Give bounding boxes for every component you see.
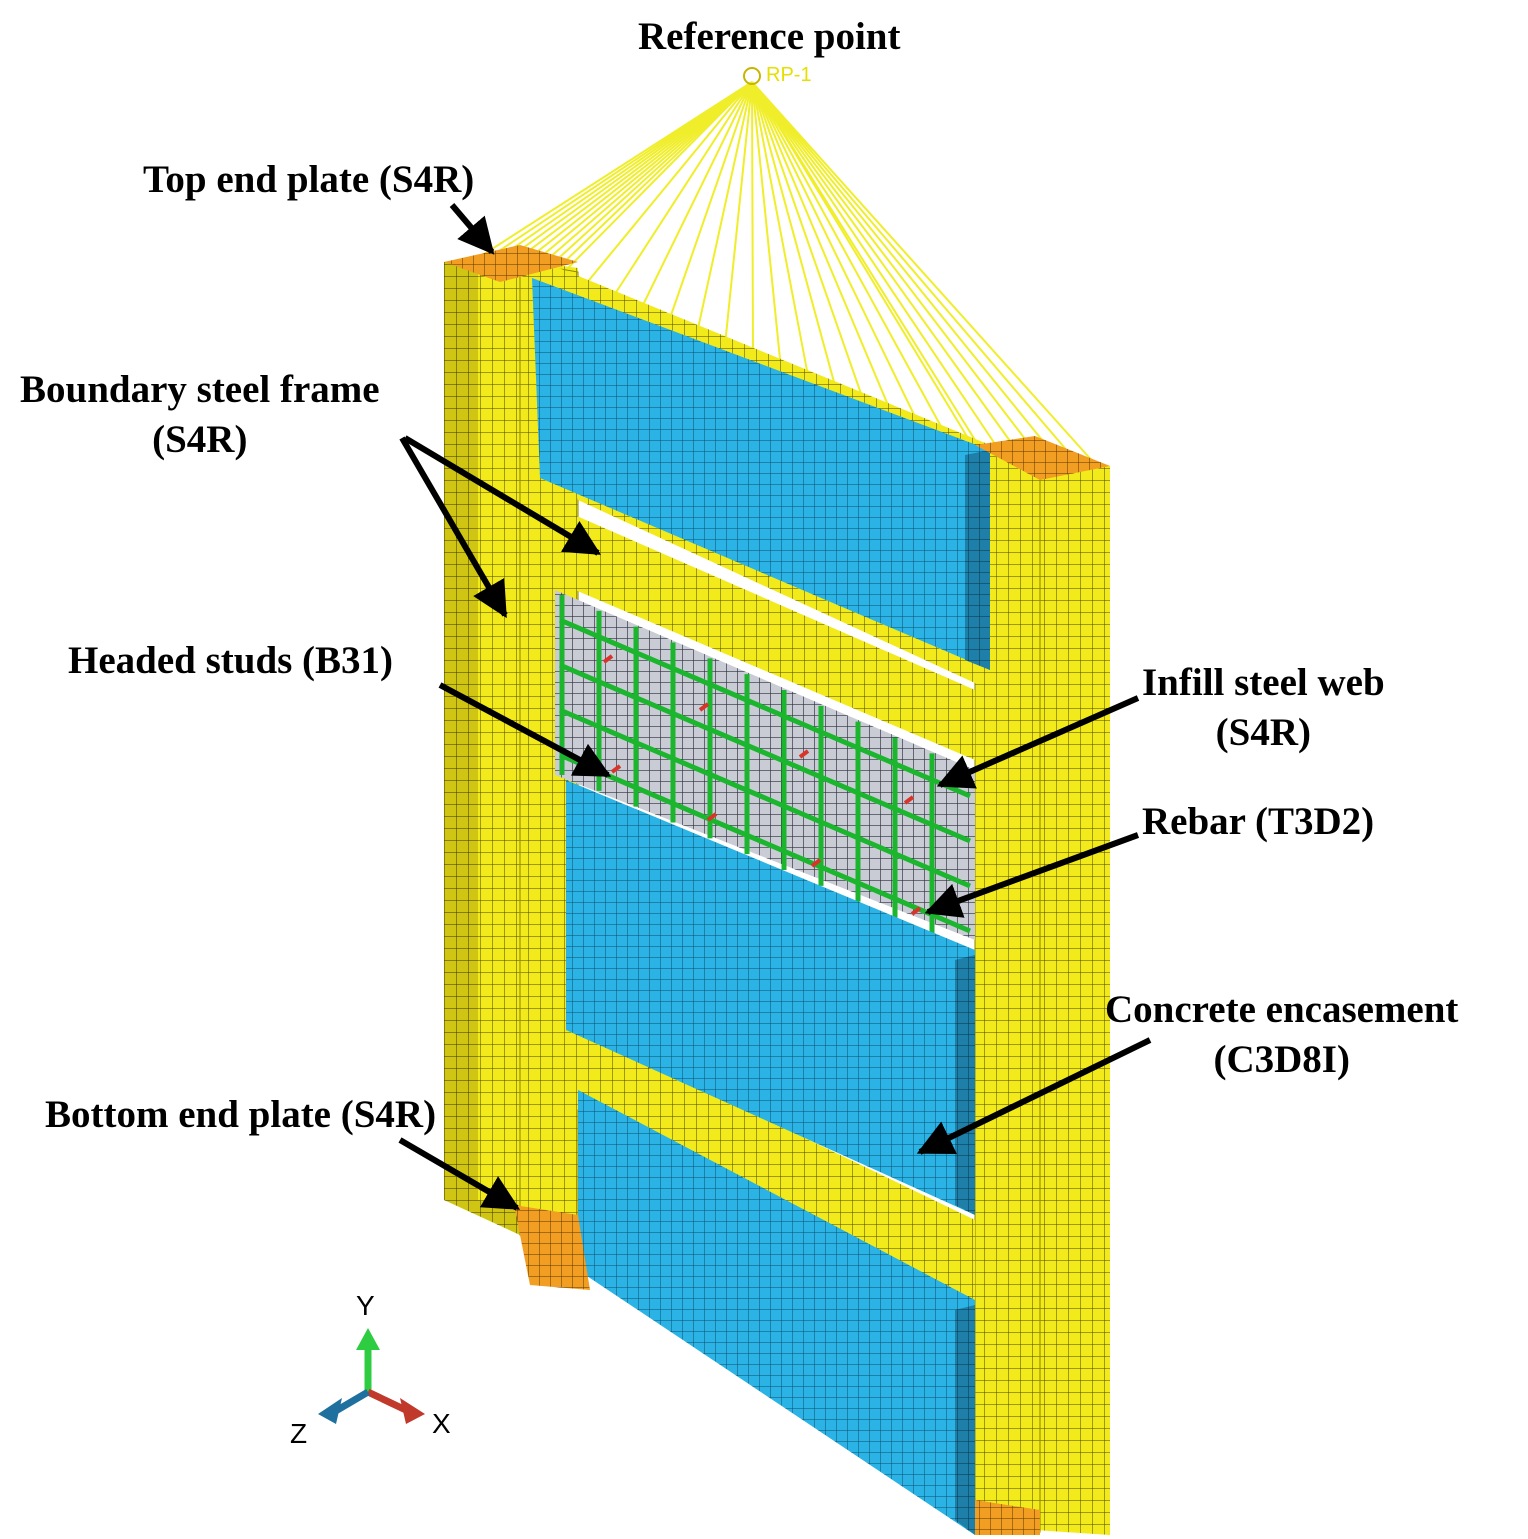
lower-beam bbox=[560, 1020, 975, 1320]
coupling-line bbox=[612, 81, 753, 298]
coupling-line bbox=[751, 81, 782, 370]
axis-label-z: Z bbox=[290, 1418, 308, 1449]
label-top-end-plate: Top end plate (S4R) bbox=[143, 158, 475, 201]
axis-label-y: Y bbox=[356, 1290, 375, 1321]
coupling-line bbox=[751, 81, 950, 442]
bottom-end-plate-right bbox=[975, 1500, 1040, 1535]
bottom-concrete-side bbox=[955, 1305, 975, 1535]
rebar-horizontal bbox=[559, 617, 971, 799]
coupling-line bbox=[751, 81, 976, 441]
headed-stud bbox=[698, 702, 710, 712]
rebar-horizontal bbox=[559, 662, 971, 844]
z-axis-arrow bbox=[332, 1388, 370, 1416]
coupling-line bbox=[522, 81, 753, 264]
coupling-line bbox=[668, 81, 753, 322]
coupling-line bbox=[640, 81, 753, 310]
label-boundary-frame: Boundary steel frame (S4R) bbox=[20, 365, 380, 465]
arrow-concrete bbox=[916, 1037, 1152, 1155]
coupling-line bbox=[751, 81, 754, 358]
arrow-infill-web bbox=[936, 695, 1140, 789]
arrow-boundary-frame-2 bbox=[403, 435, 602, 556]
headed-stud bbox=[706, 812, 718, 822]
arrow-top-end-plate bbox=[449, 203, 495, 255]
headed-stud bbox=[903, 795, 915, 805]
arrow-headed-studs bbox=[438, 682, 612, 778]
infill-steel-web bbox=[555, 590, 975, 940]
coupling-constraint-lines bbox=[477, 81, 1096, 465]
arrow-boundary-frame-1 bbox=[399, 436, 508, 619]
coupling-line bbox=[531, 81, 753, 265]
coupling-line bbox=[696, 81, 753, 334]
coupling-line bbox=[751, 81, 866, 406]
top-concrete-block bbox=[532, 278, 990, 670]
arrow-rebar bbox=[924, 832, 1140, 918]
coupling-line bbox=[751, 81, 810, 382]
coupling-line bbox=[549, 81, 753, 267]
middle-concrete-block bbox=[566, 780, 975, 1215]
label-rebar: Rebar (T3D2) bbox=[1142, 800, 1375, 843]
headed-stud bbox=[798, 749, 810, 759]
coupling-line bbox=[751, 81, 1036, 453]
label-concrete-line2: (C3D8I) bbox=[1213, 1038, 1350, 1081]
coupling-line bbox=[724, 81, 753, 346]
rebar-horizontal bbox=[559, 707, 971, 889]
label-reference-point: Reference point bbox=[638, 15, 901, 58]
label-headed-studs: Headed studs (B31) bbox=[68, 639, 394, 682]
reference-point-marker bbox=[743, 67, 761, 85]
coupling-line bbox=[540, 81, 753, 266]
label-rp-1: RP-1 bbox=[766, 64, 812, 86]
label-concrete: Concrete encasement (C3D8I) bbox=[1105, 985, 1458, 1085]
rebar-horizontal bbox=[559, 752, 971, 934]
middle-concrete-side bbox=[955, 955, 975, 1215]
axis-triad bbox=[318, 1328, 425, 1424]
x-axis-head bbox=[400, 1398, 425, 1424]
coupling-line bbox=[751, 81, 1096, 465]
headed-stud bbox=[610, 764, 622, 774]
label-infill-web-line2: (S4R) bbox=[1215, 711, 1311, 754]
top-end-plate-left bbox=[444, 245, 578, 282]
label-infill-web: Infill steel web (S4R) bbox=[1142, 658, 1385, 758]
coupling-line bbox=[751, 81, 922, 430]
coupling-line bbox=[495, 81, 753, 261]
bottom-concrete-block bbox=[578, 1090, 975, 1535]
axis-label-x: X bbox=[432, 1408, 451, 1439]
coupling-line bbox=[751, 81, 1076, 461]
label-concrete-line1: Concrete encasement bbox=[1105, 988, 1459, 1031]
coupling-line bbox=[584, 81, 753, 286]
coupling-line bbox=[751, 81, 838, 394]
headed-studs bbox=[602, 654, 922, 916]
top-concrete-side bbox=[965, 450, 990, 670]
y-axis-head bbox=[356, 1328, 380, 1350]
coupling-line bbox=[504, 81, 753, 262]
label-boundary-frame-line1: Boundary steel frame bbox=[20, 368, 380, 411]
coupling-line bbox=[751, 81, 996, 445]
headed-stud bbox=[810, 858, 822, 868]
right-column-side bbox=[1035, 438, 1110, 1535]
label-boundary-frame-line2: (S4R) bbox=[152, 418, 248, 461]
headed-stud bbox=[910, 906, 922, 916]
coupling-line bbox=[751, 81, 894, 418]
coupling-line bbox=[751, 81, 1056, 457]
arrow-bottom-end-plate bbox=[398, 1137, 521, 1211]
coupling-line bbox=[513, 81, 753, 263]
mid-beam bbox=[540, 500, 975, 760]
headed-stud bbox=[602, 654, 614, 664]
rebar-grid bbox=[559, 594, 971, 934]
label-bottom-end-plate: Bottom end plate (S4R) bbox=[45, 1093, 437, 1136]
label-infill-web-line1: Infill steel web bbox=[1142, 661, 1385, 704]
coupling-line bbox=[567, 81, 753, 269]
coupling-line bbox=[751, 81, 1016, 449]
top-end-plate-right bbox=[975, 436, 1110, 480]
z-axis-head bbox=[318, 1398, 342, 1424]
bottom-end-plate-left bbox=[514, 1205, 590, 1290]
leader-arrows bbox=[398, 203, 1152, 1211]
coupling-line bbox=[558, 81, 753, 268]
